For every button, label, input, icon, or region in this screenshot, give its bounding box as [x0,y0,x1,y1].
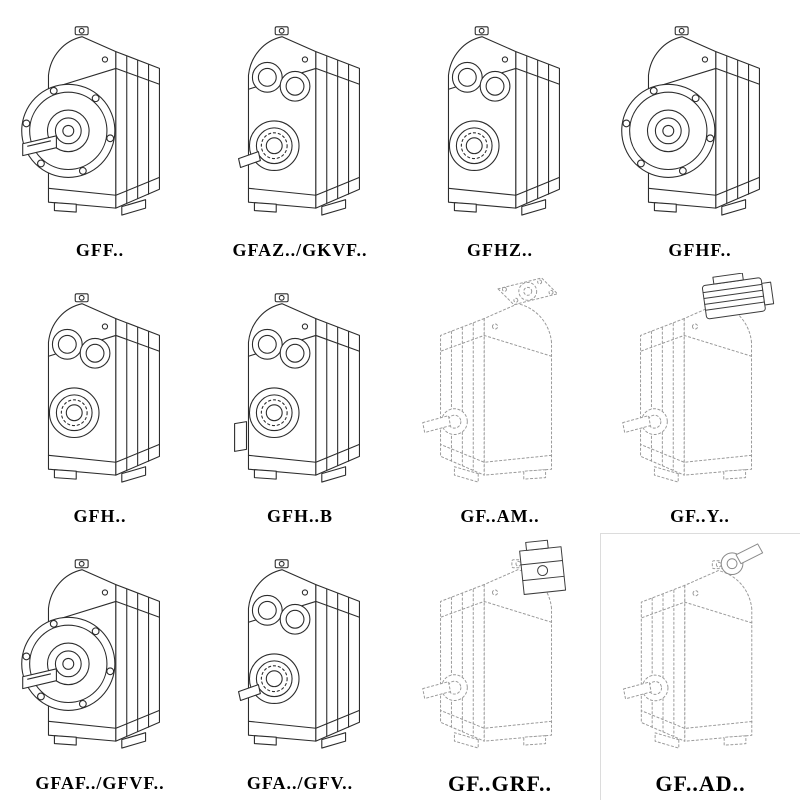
gearbox-label: GFAZ../GKVF.. [232,239,368,260]
gearbox-label: GFAF../GFVF.. [35,773,165,794]
adapter-box-gearbox-icon [402,539,598,767]
flange-output-gearbox-icon [2,539,198,767]
hollow-shaft-gearbox-icon [2,273,198,501]
product-cell-gf-ad: GF..AD.. [600,533,800,800]
product-cell-gf-y: GF..Y.. [600,267,800,534]
input-shaft-adapter-gearbox-icon [603,540,798,767]
product-cell-gfaf-gfvf: GFAF../GFVF.. [0,533,200,800]
gearbox-label: GF..GRF.. [448,770,552,796]
product-cell-gfhf: GFHF.. [600,0,800,267]
product-cell-gff: GFF.. [0,0,200,267]
solid-shaft-gearbox-icon [202,539,398,767]
gearbox-label: GFHF.. [668,239,732,260]
hollow-shaft-gearbox-icon [402,6,598,234]
hollow-shaft-gearbox-with-bracket-icon [202,273,398,501]
gearbox-label: GFF.. [75,239,125,260]
motor-mounted-gearbox-icon [602,273,798,501]
iec-adapter-gearbox-icon [402,273,598,501]
solid-shaft-gearbox-icon [202,6,398,234]
gearbox-label: GFH.. [73,506,127,527]
product-cell-gfhz: GFHZ.. [400,0,600,267]
product-cell-gfa-gfv: GFA../GFV.. [200,533,400,800]
flange-output-gearbox-icon [2,6,198,234]
gearbox-label: GF..Y.. [670,506,730,527]
product-cell-gf-grf: GF..GRF.. [400,533,600,800]
product-cell-gfh-b: GFH..B [200,267,400,534]
gearbox-label: GFHZ.. [466,239,533,260]
product-cell-gfh: GFH.. [0,267,200,534]
gearbox-label: GF..AD.. [655,770,746,796]
product-cell-gf-am: GF..AM.. [400,267,600,534]
gearbox-label: GFA../GFV.. [246,773,354,794]
gearbox-label: GF..AM.. [460,506,540,527]
hollow-shaft-flange-gearbox-icon [602,6,798,234]
product-cell-gfaz-gkvf: GFAZ../GKVF.. [200,0,400,267]
gearbox-label: GFH..B [266,506,333,527]
